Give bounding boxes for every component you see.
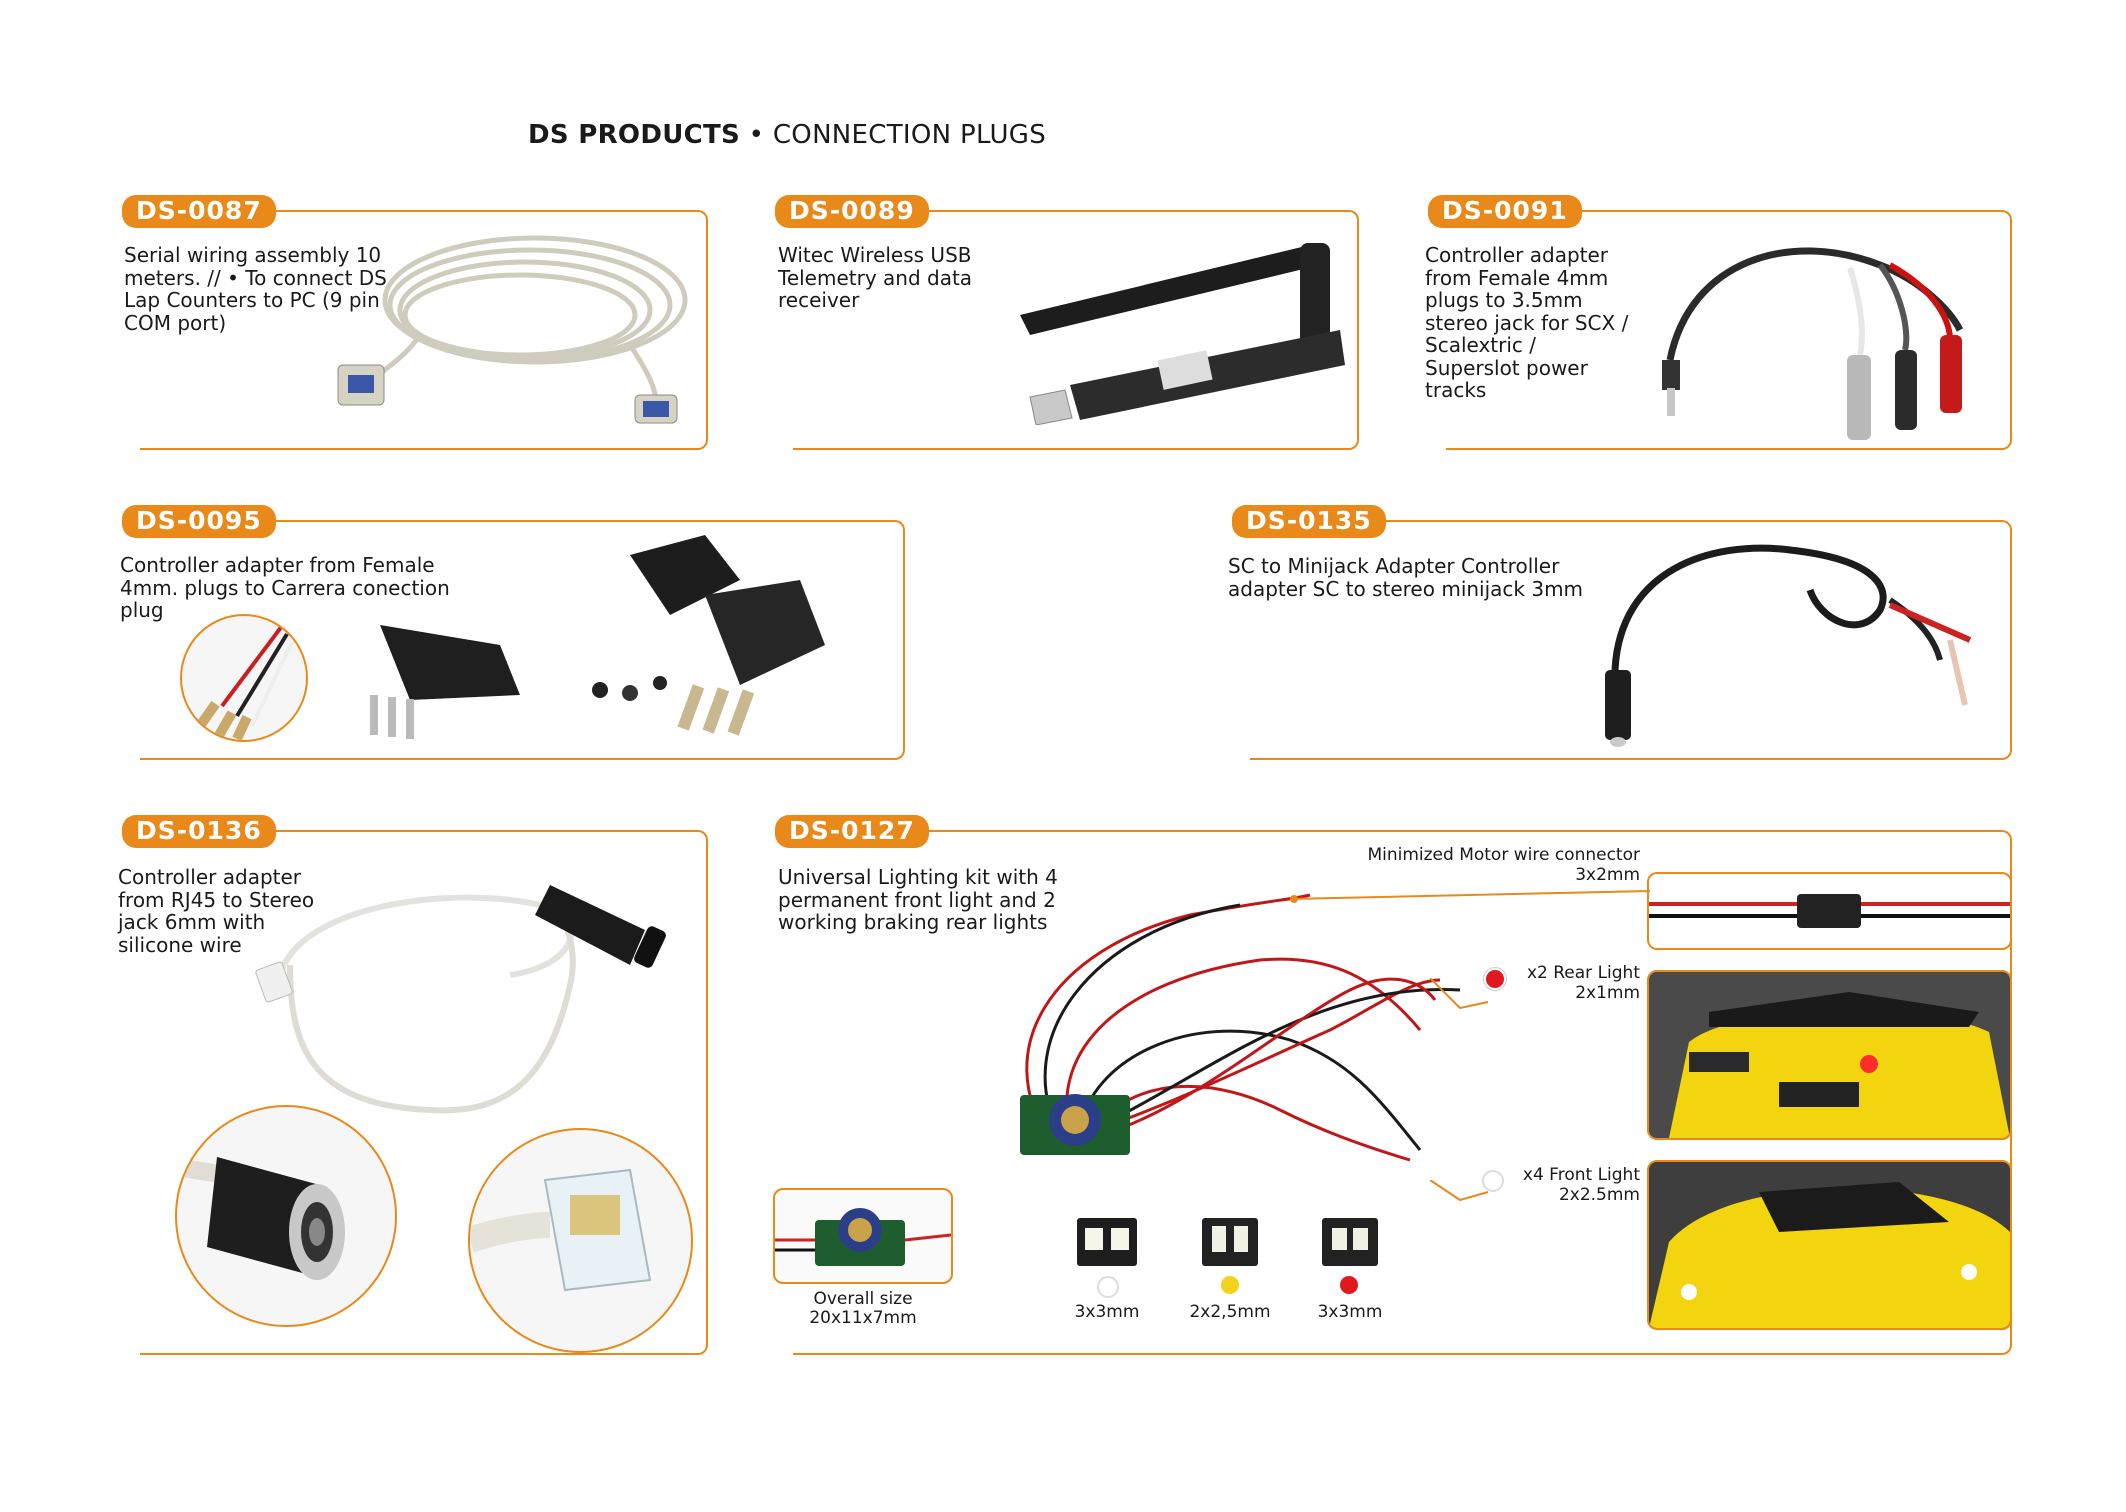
rear-light-dot (1484, 968, 1506, 990)
title-subtitle: CONNECTION PLUGS (772, 120, 1047, 150)
led-chip-white (1077, 1218, 1137, 1266)
front-light-label: x4 Front Light (1522, 1165, 1640, 1185)
panel-ds0087 (140, 210, 708, 450)
desc-ds0095: Controller adapter from Female 4mm. plug… (120, 553, 450, 622)
desc-ds0091: Controller adapter from Female 4mm plugs… (1425, 243, 1629, 402)
serial-cable-icon (330, 225, 700, 425)
front-leader-line (1430, 1180, 1489, 1202)
minijack-cable-icon (1590, 530, 1990, 755)
badge-ds0127: DS-0127 (775, 815, 929, 848)
front-light-dot (1482, 1170, 1504, 1192)
rj45-cable-icon (250, 845, 690, 1125)
overall-size-value: 20x11x7mm (809, 1308, 917, 1328)
panel-ds0095 (140, 520, 905, 760)
panel-ds0135 (1250, 520, 2012, 760)
rear-light-size: 2x1mm (1575, 983, 1640, 1003)
motor-leader-line (1290, 890, 1650, 903)
page-title: DS PRODUCTS • CONNECTION PLUGS (528, 120, 1046, 150)
led-size-yellow: 2x2,5mm (1189, 1302, 1271, 1322)
rear-light-label: x2 Rear Light (1526, 963, 1640, 983)
car-rear-photo (1647, 970, 2012, 1140)
led-dot-yellow (1221, 1276, 1239, 1294)
badge-ds0136: DS-0136 (122, 815, 276, 848)
led-size-white: 3x3mm (1074, 1302, 1140, 1322)
motor-connector-label: Minimized Motor wire connector (1367, 845, 1640, 865)
adapter-cable-icon (1650, 220, 1990, 445)
desc-ds0089: Witec Wireless USB Telemetry and data re… (778, 243, 973, 312)
led-dot-white (1097, 1276, 1119, 1298)
badge-ds0087: DS-0087 (122, 195, 276, 228)
pcb-photo (773, 1188, 953, 1284)
motor-connector-size: 3x2mm (1575, 865, 1640, 885)
jack-closeup (175, 1105, 397, 1327)
overall-size-label: Overall size (813, 1289, 913, 1309)
wire-plug-closeup (180, 614, 308, 742)
lighting-kit-wiring-icon (990, 870, 1500, 1200)
front-light-size: 2x2.5mm (1558, 1185, 1640, 1205)
desc-ds0136: Controller adapter from RJ45 to Stereo j… (118, 865, 315, 957)
panel-ds0091 (1446, 210, 2012, 450)
badge-ds0089: DS-0089 (775, 195, 929, 228)
car-front-photo (1647, 1160, 2012, 1330)
desc-ds0135: SC to Minijack Adapter Controller adapte… (1228, 554, 1584, 601)
rj45-closeup (468, 1128, 693, 1353)
panel-ds0089 (793, 210, 1359, 450)
rear-leader-line (1430, 978, 1489, 1010)
carrera-plug-icon (360, 525, 870, 755)
brand-title: DS PRODUCTS (528, 120, 741, 150)
desc-ds0127: Universal Lighting kit with 4 permanent … (778, 865, 1058, 934)
panel-ds0136 (140, 830, 708, 1355)
badge-ds0091: DS-0091 (1428, 195, 1582, 228)
led-dot-red (1340, 1276, 1358, 1294)
led-chip-yellow (1202, 1218, 1258, 1266)
badge-ds0095: DS-0095 (122, 505, 276, 538)
usb-receiver-icon (1010, 235, 1350, 425)
desc-ds0087: Serial wiring assembly 10 meters. // • T… (124, 243, 387, 335)
badge-ds0135: DS-0135 (1232, 505, 1386, 538)
led-chip-red (1322, 1218, 1378, 1266)
led-size-red: 3x3mm (1317, 1302, 1383, 1322)
title-separator: • (740, 120, 773, 150)
motor-connector-photo (1647, 872, 2012, 950)
